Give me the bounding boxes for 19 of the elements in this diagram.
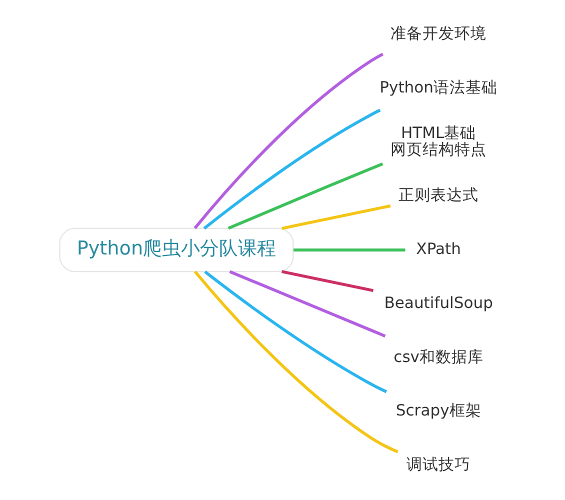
connector <box>292 248 405 252</box>
node-box: Python爬虫小分队课程 <box>58 228 294 272</box>
node-text: Python语法基础 <box>379 78 498 96</box>
node-text: XPath <box>416 240 460 258</box>
connector <box>202 108 380 230</box>
node-text: HTML基础 网页结构特点 <box>390 124 486 159</box>
node-text: 准备开发环境 <box>390 24 486 43</box>
connector <box>204 270 387 394</box>
connector <box>281 204 390 230</box>
connector <box>193 270 398 454</box>
node-text: BeautifulSoup <box>384 294 492 312</box>
node-text: Scrapy框架 <box>395 402 481 420</box>
node-text: 正则表达式 <box>398 186 478 204</box>
connector <box>228 270 386 338</box>
connector <box>227 162 383 230</box>
node-text: csv和数据库 <box>393 348 484 366</box>
node-text: 调试技巧 <box>406 456 470 474</box>
connector <box>193 52 384 230</box>
connector <box>281 270 374 292</box>
